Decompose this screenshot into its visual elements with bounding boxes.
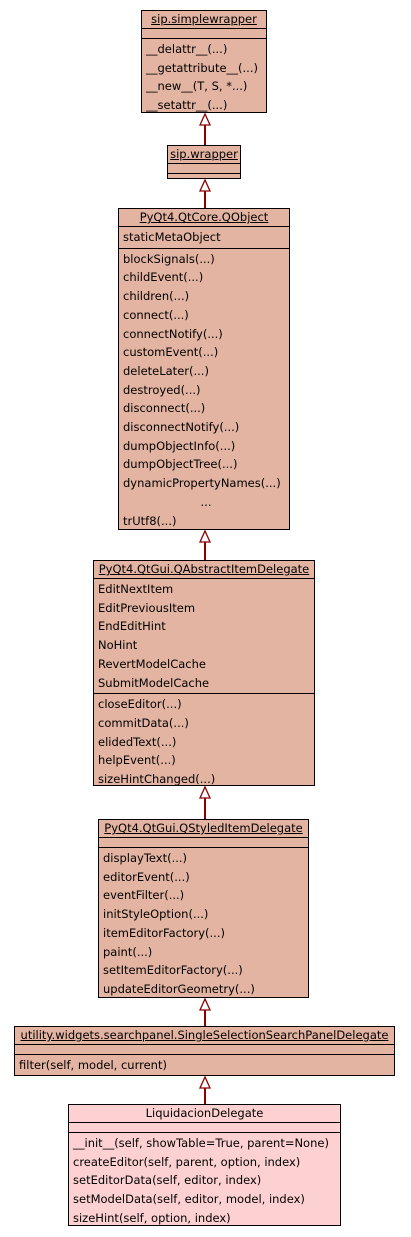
methods-section: displayText(...) editorEvent(...) eventFil… <box>99 848 308 997</box>
inheritance-arrowhead <box>198 178 212 192</box>
method-item: dumpObjectInfo(...) <box>123 438 236 453</box>
method-item: __new__(T, S, *...) <box>146 79 248 94</box>
method-item: connectNotify(...) <box>123 326 223 341</box>
attribute-item: SubmitModelCache <box>98 675 210 690</box>
attribute-item: staticMetaObject <box>123 230 221 244</box>
method-item: setModelData(self, editor, model, index) <box>73 1192 305 1207</box>
methods-section: __delattr__(...) __getattribute__(...) __n… <box>142 39 266 113</box>
method-item: dumpObjectTree(...) <box>123 457 238 472</box>
class-name-qabstractitemdelegate[interactable]: PyQt4.QtGui.QAbstractItemDelegate <box>94 561 314 579</box>
attribute-item: RevertModelCache <box>98 656 206 671</box>
method-item: filter(self, model, current) <box>19 1058 167 1072</box>
inheritance-arrowhead <box>198 785 212 799</box>
method-item: eventFilter(...) <box>103 888 185 903</box>
class-box-liquidacion: LiquidacionDelegate __init__(self, showTa… <box>68 1104 341 1226</box>
class-name-sip-wrapper[interactable]: sip.wrapper <box>168 146 240 164</box>
attribute-item: EditNextItem <box>98 582 174 596</box>
attributes-section <box>69 1123 340 1133</box>
method-item: createEditor(self, parent, option, index… <box>73 1154 301 1169</box>
method-item: customEvent(...) <box>123 345 219 360</box>
inheritance-arrowhead <box>198 1075 212 1089</box>
attributes-section <box>168 164 240 174</box>
method-item: editorEvent(...) <box>103 869 190 884</box>
class-box-sip-wrapper[interactable]: sip.wrapper <box>167 145 241 179</box>
class-name-sip-simplewrapper[interactable]: sip.simplewrapper <box>142 11 266 29</box>
inheritance-arrowhead <box>198 529 212 543</box>
method-item: sizeHint(self, option, index) <box>73 1210 231 1225</box>
inheritance-arrowhead <box>198 997 212 1011</box>
method-item: initStyleOption(...) <box>103 907 209 922</box>
methods-section: blockSignals(...) childEvent(...) children… <box>119 249 289 529</box>
class-box-qobject[interactable]: PyQt4.QtCore.QObject staticMetaObject bloc… <box>118 208 290 530</box>
method-item: __setattr__(...) <box>146 98 228 113</box>
attribute-item: NoHint <box>98 638 138 653</box>
method-item: __delattr__(...) <box>146 42 228 56</box>
method-item: displayText(...) <box>103 851 188 865</box>
class-name-singleselection[interactable]: utility.widgets.searchpanel.SingleSelect… <box>15 1027 394 1045</box>
class-box-qstyleditemdelegate[interactable]: PyQt4.QtGui.QStyledItemDelegate displayTe… <box>98 819 309 998</box>
methods-section: __init__(self, showTable=True, parent=No… <box>69 1133 340 1225</box>
attributes-section: staticMetaObject <box>119 227 289 249</box>
method-item: destroyed(...) <box>123 382 201 397</box>
attributes-section <box>15 1045 394 1055</box>
method-item: disconnectNotify(...) <box>123 420 240 435</box>
method-item: dynamicPropertyNames(...) <box>123 476 281 491</box>
method-item: itemEditorFactory(...) <box>103 925 225 940</box>
attributes-section <box>99 838 308 848</box>
method-item: helpEvent(...) <box>98 753 176 768</box>
class-box-sip-simplewrapper[interactable]: sip.simplewrapper __delattr__(...) __getat… <box>141 10 267 113</box>
attributes-section <box>142 29 266 39</box>
method-item: disconnect(...) <box>123 401 206 416</box>
method-item: blockSignals(...) <box>123 251 215 266</box>
method-item: paint(...) <box>103 944 153 959</box>
method-item: setItemEditorFactory(...) <box>103 963 243 978</box>
attribute-item: EditPreviousItem <box>98 600 196 615</box>
method-item: updateEditorGeometry(...) <box>103 981 255 996</box>
inheritance-arrowhead <box>198 112 212 126</box>
class-box-singleselection[interactable]: utility.widgets.searchpanel.SingleSelect… <box>14 1026 395 1076</box>
class-name-liquidacion: LiquidacionDelegate <box>69 1105 340 1123</box>
method-item: children(...) <box>123 289 190 304</box>
attribute-item: EndEditHint <box>98 619 166 634</box>
methods-ellipsis: ... <box>200 494 212 509</box>
method-item: commitData(...) <box>98 715 189 730</box>
method-item: childEvent(...) <box>123 270 204 285</box>
method-item: __getattribute__(...) <box>146 60 258 75</box>
method-item: __init__(self, showTable=True, parent=No… <box>73 1136 329 1150</box>
method-item: trUtf8(...) <box>123 513 177 528</box>
class-name-qobject[interactable]: PyQt4.QtCore.QObject <box>119 209 289 227</box>
method-item: elidedText(...) <box>98 734 177 749</box>
method-item: sizeHintChanged(...) <box>98 772 216 786</box>
method-item: setEditorData(self, editor, index) <box>73 1173 262 1188</box>
methods-section: filter(self, model, current) <box>15 1055 394 1075</box>
method-item: closeEditor(...) <box>98 697 182 712</box>
method-item: deleteLater(...) <box>123 363 209 378</box>
class-name-qstyleditemdelegate[interactable]: PyQt4.QtGui.QStyledItemDelegate <box>99 820 308 838</box>
methods-section: closeEditor(...) commitData(...) elidedTex… <box>94 694 314 786</box>
method-item: connect(...) <box>123 307 189 322</box>
